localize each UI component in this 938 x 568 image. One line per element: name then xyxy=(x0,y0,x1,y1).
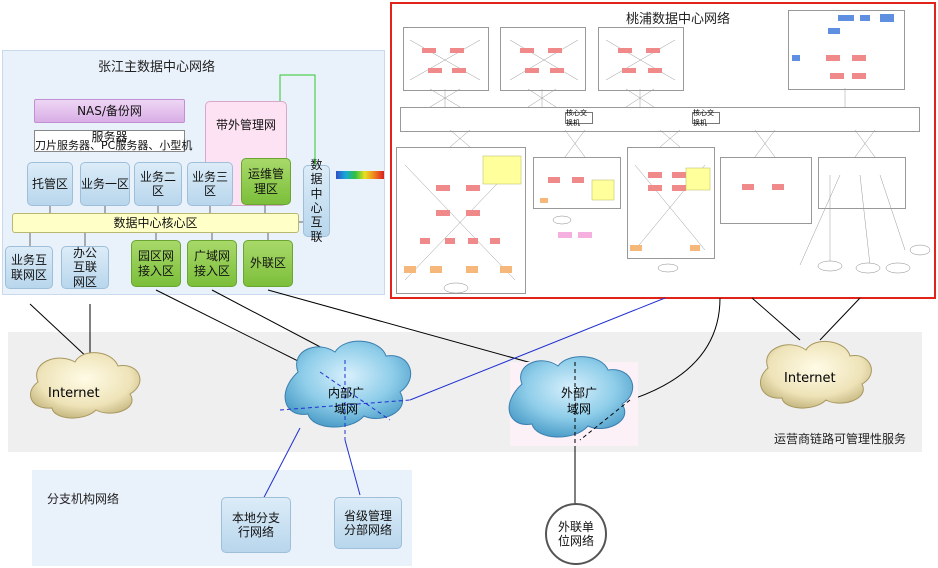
taopu-pod-4 xyxy=(788,10,905,90)
zone-office-internet: 办公互联网区 xyxy=(61,246,109,289)
zone-business-1: 业务一区 xyxy=(80,162,130,206)
taopu-pod-3 xyxy=(598,27,684,91)
blue-link-taopu xyxy=(409,297,666,401)
external-wan-label: 外部广域网 xyxy=(560,386,597,416)
cloud-external-wan xyxy=(508,356,634,438)
zone-hosting: 托管区 xyxy=(27,162,73,206)
dc-core-zone: 数据中心核心区 xyxy=(12,213,299,233)
internet-left-label: Internet xyxy=(48,386,100,401)
blue-link-provincial xyxy=(344,439,361,496)
taopu-detail-decor xyxy=(404,39,906,281)
zone-business-2: 业务二区 xyxy=(134,162,182,206)
branch-title: 分支机构网络 xyxy=(47,492,120,506)
taopu-zone-4 xyxy=(720,157,812,224)
taopu-core-switch-left: 核心交换机 xyxy=(565,109,593,127)
internal-wan-label: 内部广域网 xyxy=(327,386,364,416)
external-unit-label: 外联单位网络 xyxy=(557,519,594,548)
zone-wan-access: 广域网接入区 xyxy=(187,240,237,287)
taopu-detail-nodes xyxy=(404,14,931,294)
dashed-links xyxy=(279,360,411,440)
provincial-branch-network: 省级管理分部网络 xyxy=(334,497,402,549)
cloud-internet-right xyxy=(759,340,872,409)
dc-interconnect: 数据中心互联 xyxy=(303,158,330,244)
taopu-zone-5 xyxy=(818,157,906,209)
taopu-title: 桃浦数据中心网络 xyxy=(626,12,731,27)
external-unit-circle xyxy=(545,503,607,565)
internet-right-label: Internet xyxy=(784,371,836,386)
taopu-pod-1 xyxy=(403,27,489,91)
taopu-pod-2 xyxy=(500,27,586,91)
cloud-internal-wan xyxy=(284,340,412,428)
rainbow-link-bar xyxy=(336,171,384,179)
cloud-internet-left xyxy=(29,352,141,419)
taopu-core-switch-right: 核心交换机 xyxy=(692,109,720,127)
taopu-zone-3 xyxy=(627,147,715,259)
blue-link-local-branch xyxy=(259,427,301,506)
ops-mgmt-zone: 运维管理区 xyxy=(241,158,291,205)
server-types-label: 刀片服务器、PC服务器、小型机 xyxy=(35,139,193,152)
server-box: 服务器 刀片服务器、PC服务器、小型机 xyxy=(34,130,193,152)
zone-external: 外联区 xyxy=(243,240,293,287)
nas-backup-net: NAS/备份网 xyxy=(34,99,185,123)
server-label: 服务器 xyxy=(91,130,128,144)
taopu-core-bar xyxy=(400,107,920,132)
black-links xyxy=(29,289,861,505)
zone-campus-access: 园区网接入区 xyxy=(131,240,181,287)
local-branch-network: 本地分支行网络 xyxy=(221,497,291,553)
zone-business-3: 业务三区 xyxy=(187,162,233,206)
zj-green-link xyxy=(279,74,316,165)
carrier-service-label: 运营商链路可管理性服务 xyxy=(774,432,907,446)
zhangjiang-title: 张江主数据中心网络 xyxy=(98,60,216,75)
zone-business-internet: 业务互联网区 xyxy=(5,246,53,289)
